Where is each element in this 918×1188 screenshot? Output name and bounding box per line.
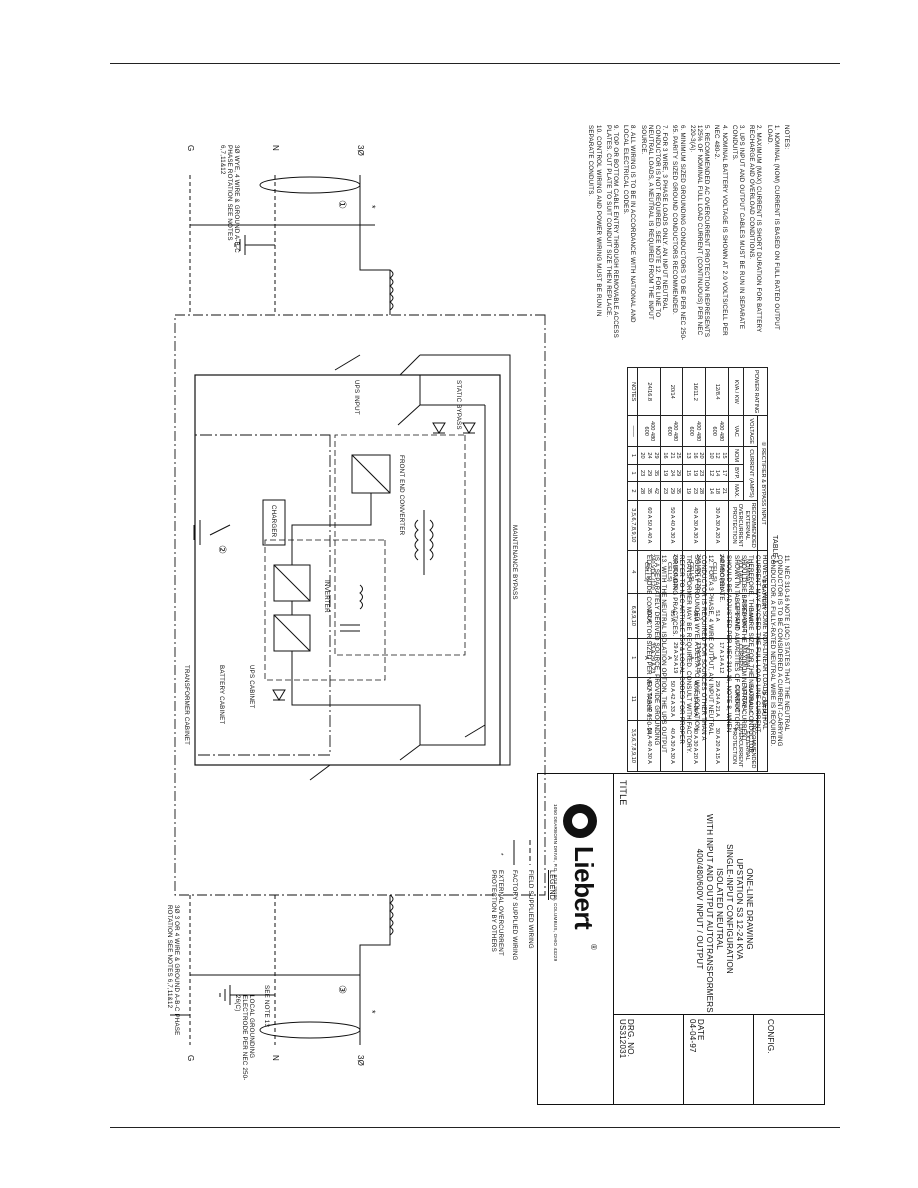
drg-value: US312031 bbox=[618, 1019, 627, 1059]
th-rec-prot: RECOMMENDED EXTERNAL OVERCURRENT PROTECT… bbox=[728, 500, 758, 551]
transformer-cabinet-outline bbox=[174, 314, 546, 896]
legend-field: FIELD SUPPLIED WIRING bbox=[527, 870, 534, 949]
marker-2: ② bbox=[216, 545, 227, 555]
note-13: 13. WITH THE NEUTRAL ISOLATION OPTION, T… bbox=[645, 555, 667, 753]
output-n-label: N bbox=[271, 1055, 280, 1061]
battery-cabinet-outline bbox=[194, 434, 331, 756]
rotated-drawing: TABLE 1 POWER RATING ① RECTIFIER & BYPAS… bbox=[140, 105, 830, 1105]
note-2: 2. MAXIMUM (MAX) CURRENT IS SHORT DURATI… bbox=[748, 125, 763, 333]
th-voltage: VOLTAGE bbox=[743, 415, 758, 447]
note-5: 5. RECOMMENDED AC OVERCURRENT PROTECTION… bbox=[688, 125, 711, 338]
date-label: DATE bbox=[696, 1019, 705, 1041]
footer-rule bbox=[110, 1127, 840, 1128]
note-12: 12. FOR A 3 PHASE, 4 WIRE OUTPUT, AN INP… bbox=[670, 555, 714, 754]
marker-1: ① bbox=[336, 200, 347, 210]
liebert-logo: Liebert ® 1050 DEARBORN DRIVE, P.O. BOX … bbox=[549, 804, 599, 1094]
output-3ph-label: 3Ø bbox=[356, 1055, 365, 1067]
marker-3: ③ bbox=[336, 985, 347, 995]
th-current-amps: CURRENT (AMPS) bbox=[743, 446, 758, 501]
transformer-cabinet-label: TRANSFORMER CABINET bbox=[183, 665, 190, 746]
liebert-address: 1050 DEARBORN DRIVE, P.O. BOX 29186, COL… bbox=[553, 804, 558, 962]
ups-cabinet-outline bbox=[194, 374, 501, 766]
input-feeder bbox=[359, 175, 391, 315]
legend-factory: FACTORY SUPPLIED WIRING bbox=[511, 870, 518, 961]
notes-left: NOTES: 1. NOMINAL (NOM) CURRENT IS BASED… bbox=[587, 125, 790, 345]
input-star: * bbox=[367, 205, 377, 209]
drg-label: DRG. NO. bbox=[626, 1019, 635, 1058]
th-group-rectifier: ① RECTIFIER & BYPASS INPUT bbox=[757, 415, 768, 551]
th-vac: VAC bbox=[728, 415, 744, 447]
header-rule bbox=[110, 63, 840, 64]
title-block: TITLE ONE-LINE DRAWING UPSTATION S3 12-2… bbox=[537, 773, 825, 1105]
drawing-sheet: TABLE 1 POWER RATING ① RECTIFIER & BYPAS… bbox=[110, 65, 840, 1125]
note-11: 11. NEC 310-16 NOTE (10c) STATES THAT TH… bbox=[718, 555, 790, 754]
charger-label: CHARGER bbox=[270, 505, 277, 538]
th-byp: BYP. bbox=[728, 464, 744, 482]
see-note-13: SEE NOTE 13 bbox=[263, 985, 270, 1028]
input-source-label: 3Ø WYE, 4 WIRE & GROUND A-B-C PHASE ROTA… bbox=[218, 145, 240, 253]
output-star: * bbox=[367, 1010, 377, 1014]
output-g-label: G bbox=[186, 1055, 195, 1062]
note-3: 3. UPS INPUT AND OUTPUT CABLES MUST BE R… bbox=[730, 125, 745, 330]
one-line-schematic bbox=[170, 175, 546, 1045]
note-10: 10. CONTROL WIRING AND POWER WIRING MUST… bbox=[587, 125, 602, 317]
liebert-logo-text: Liebert bbox=[569, 846, 599, 930]
note-9: 9. TOP OR BOTTOM CABLE ENTRY THROUGH REM… bbox=[604, 125, 619, 338]
title-lines: ONE-LINE DRAWING UPSTATION S3 12-24 KVA … bbox=[695, 814, 754, 1013]
title-label: TITLE bbox=[618, 780, 628, 806]
inverter-label: INVERTER bbox=[323, 580, 330, 613]
config-label: CONFIG. bbox=[766, 1019, 775, 1054]
output-feeder bbox=[359, 895, 391, 1045]
notes-right: 11. NEC 310-16 NOTE (10c) STATES THAT TH… bbox=[645, 555, 790, 755]
maintenance-bypass-line bbox=[330, 354, 511, 766]
th-max: MAX. bbox=[728, 481, 744, 501]
liebert-logo-mark-inner bbox=[572, 813, 588, 829]
table-notes-row: NOTES —— 1 1 2 3,5,6,7,8,9,10 4 6,8,9,10… bbox=[627, 367, 638, 772]
note-4: 4. NOMINAL BATTERY VOLTAGE IS SHOWN AT 2… bbox=[713, 125, 728, 336]
date-value: 04-04-97 bbox=[688, 1019, 697, 1053]
ups-cabinet-label: UPS CABINET bbox=[248, 665, 255, 709]
notes-heading: NOTES: bbox=[783, 125, 790, 150]
maintenance-bypass-label: MAINTENANCE BYPASS bbox=[511, 525, 518, 600]
note-7: 7. FOR 3 WIRE, 3 PHASE LOADS ONLY. AN IN… bbox=[639, 125, 669, 320]
th-kva-kw: KVA / KW bbox=[728, 367, 744, 416]
input-3ph-label: 3Ø bbox=[356, 145, 365, 157]
th-power-rating: POWER RATING bbox=[743, 367, 768, 416]
th-nom: NOM bbox=[728, 446, 744, 465]
input-g-label: G bbox=[186, 145, 195, 152]
note-1: 1. NOMINAL (NOM) CURRENT IS BASED ON FUL… bbox=[765, 125, 780, 330]
battery-cabinet-label: BATTERY CABINET bbox=[218, 665, 225, 725]
ups-input-label: UPS INPUT bbox=[353, 380, 360, 415]
output-load-label: 3Ø 3 OR 4 WIRE & GROUND A-B-C PHASE ROTA… bbox=[165, 905, 180, 1036]
front-end-converter-label: FRONT END CONVERTER bbox=[398, 455, 405, 536]
note-8: 8. ALL WIRING IS TO BE IN ACCORDANCE WIT… bbox=[622, 125, 637, 323]
static-bypass-label: STATIC BYPASS bbox=[455, 380, 462, 430]
charger-box bbox=[262, 499, 286, 546]
liebert-logo-reg: ® bbox=[589, 944, 598, 951]
legend-star: * bbox=[497, 853, 504, 856]
grounding-electrode: LOCAL GROUNDING ELECTRODE PER NEC 250-26… bbox=[233, 995, 255, 1081]
input-n-label: N bbox=[271, 145, 280, 151]
front-end-converter-box bbox=[334, 434, 466, 656]
legend-overcurrent: EXTERNAL OVERCURRENT PROTECTION BY OTHER… bbox=[489, 870, 504, 956]
inverter-box bbox=[264, 539, 386, 681]
note-6: 6. MINIMUM SIZED GROUNDING CONDUCTORS TO… bbox=[671, 125, 686, 341]
